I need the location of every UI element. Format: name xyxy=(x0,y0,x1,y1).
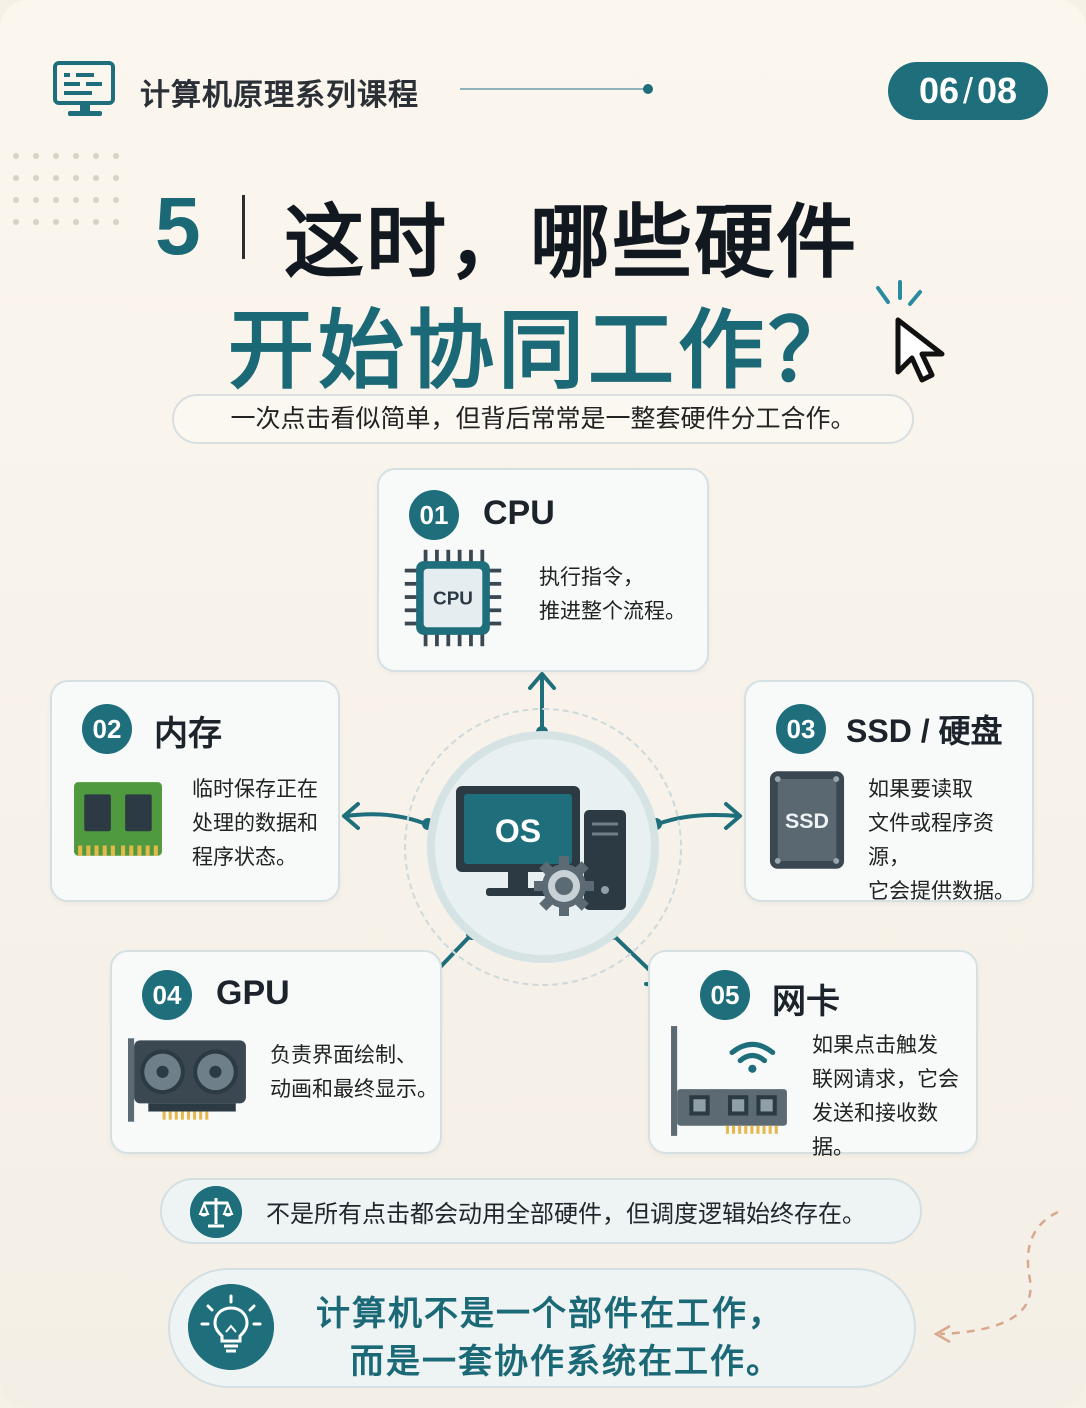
card-cpu: 01 CPU CPU 执行指令， 推进整个流程。 xyxy=(377,468,709,672)
card-desc-line: 它会提供数据。 xyxy=(868,879,1015,903)
center-dashed-ring xyxy=(404,708,682,986)
card-description: 如果点击触发 联网请求，它会 发送和接收数据。 xyxy=(812,1028,976,1164)
conclusion-line1: 计算机不是一个部件在工作， xyxy=(316,1294,784,1334)
card-title: 网卡 xyxy=(772,983,840,1021)
card-gpu: 04 GPU 负责界面绘制、 动画和最终显示。 xyxy=(110,950,442,1154)
card-desc-line: 处理的数据和 xyxy=(192,811,318,835)
os-label: OS xyxy=(495,813,541,849)
card-description: 负责界面绘制、 动画和最终显示。 xyxy=(270,1038,438,1106)
header-divider-dot xyxy=(643,84,653,94)
card-number: 05 xyxy=(700,970,750,1020)
memory-stick-icon xyxy=(74,782,162,856)
card-desc-line: 推进整个流程。 xyxy=(539,599,686,623)
lightbulb-icon xyxy=(188,1284,274,1370)
card-memory: 02 内存 临时保存正在 处理的数据和 程序状态。 xyxy=(50,680,340,902)
card-desc-line: 执行指令， xyxy=(539,565,644,589)
card-description: 如果要读取 文件或程序资源， 它会提供数据。 xyxy=(868,772,1032,908)
card-desc-line: 动画和最终显示。 xyxy=(270,1077,438,1101)
card-title: CPU xyxy=(483,494,555,532)
gpu-card-icon xyxy=(128,1038,246,1122)
card-title: SSD / 硬盘 xyxy=(846,713,1003,749)
ssd-label: SSD xyxy=(785,809,829,833)
card-desc-line: 发送和接收数据。 xyxy=(812,1101,938,1159)
cpu-chip-icon: CPU xyxy=(404,549,502,647)
monitor-icon xyxy=(53,61,115,116)
decorative-dots xyxy=(13,153,119,225)
page-title-line1: 这时，哪些硬件 xyxy=(284,196,858,289)
card-desc-line: 如果点击触发 xyxy=(812,1033,938,1057)
page-title-line2: 开始协同工作？ xyxy=(228,301,858,401)
card-ssd: 03 SSD / 硬盘 SSD 如果要读取 文件或程序资源， 它会提供数据。 xyxy=(744,680,1034,903)
card-desc-line: 临时保存正在 xyxy=(192,777,318,801)
page-indicator: 06/08 xyxy=(888,62,1048,120)
card-desc-line: 负责界面绘制、 xyxy=(270,1043,417,1067)
card-desc-line: 如果要读取 xyxy=(868,777,973,801)
card-description: 执行指令， 推进整个流程。 xyxy=(539,560,686,628)
note-pill: 不是所有点击都会动用全部硬件，但调度逻辑始终存在。 xyxy=(160,1178,922,1244)
card-description: 临时保存正在 处理的数据和 程序状态。 xyxy=(192,772,318,874)
card-desc-line: 联网请求，它会 xyxy=(812,1067,959,1091)
note-text: 不是所有点击都会动用全部硬件，但调度逻辑始终存在。 xyxy=(266,1200,866,1228)
network-card-icon xyxy=(671,1026,787,1136)
card-number: 01 xyxy=(409,490,459,540)
page-separator: / xyxy=(962,70,973,111)
card-nic: 05 网卡 如果点击触发 联网请求，它会 发送和接收数据。 xyxy=(648,950,978,1159)
header-divider xyxy=(460,88,646,90)
card-desc-line: 程序状态。 xyxy=(192,845,297,869)
conclusion-pill: 计算机不是一个部件在工作， 而是一套协作系统在工作。 xyxy=(168,1268,916,1388)
page-current: 06 xyxy=(918,70,959,111)
card-title: 内存 xyxy=(154,715,222,753)
section-number: 5 xyxy=(155,181,201,272)
decorative-dashed-curve xyxy=(933,1210,1059,1344)
card-desc-line: 文件或程序资源， xyxy=(868,811,994,869)
series-title: 计算机原理系列课程 xyxy=(140,78,419,113)
card-number: 02 xyxy=(82,704,132,754)
card-number: 03 xyxy=(776,704,826,754)
cursor-click-icon xyxy=(876,280,945,383)
scale-icon xyxy=(190,1186,242,1238)
cpu-chip-label: CPU xyxy=(433,589,473,610)
os-computer-icon: OS xyxy=(456,786,626,916)
ssd-drive-icon: SSD xyxy=(769,771,845,869)
card-number: 04 xyxy=(142,970,192,1020)
subtitle-pill: 一次点击看似简单，但背后常常是一整套硬件分工合作。 xyxy=(172,394,914,444)
card-title: GPU xyxy=(216,974,290,1012)
conclusion-line2: 而是一套协作系统在工作。 xyxy=(350,1342,782,1382)
title-divider xyxy=(242,195,245,259)
page-total: 08 xyxy=(977,70,1018,111)
